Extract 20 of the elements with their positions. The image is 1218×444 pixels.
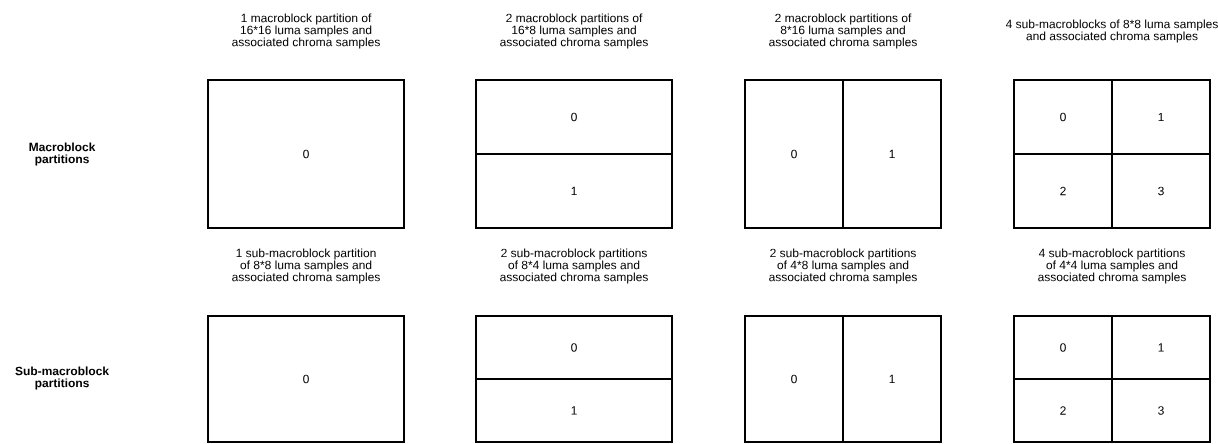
partition-box: 0 [207, 315, 405, 443]
heading: 2 sub-macroblock partitions of 8*4 luma samples and associated chroma samples [500, 248, 648, 284]
partition-cell: 0 [475, 315, 673, 380]
heading: 2 sub-macroblock partitions of 4*8 luma samples and associated chroma samples [769, 248, 917, 284]
partition-cell: 0 [744, 315, 844, 443]
partition-cell: 2 [1013, 378, 1113, 443]
row-label: Sub-macroblock partitions [15, 366, 110, 390]
partition-cell: 0 [1013, 315, 1113, 380]
heading: 1 macroblock partition of 16*16 luma samples and associated chroma samples [232, 13, 380, 49]
partition-box: 0 [207, 79, 405, 229]
row-label: Macroblock partitions [29, 142, 96, 166]
heading: 2 macroblock partitions of 8*16 luma samples and associated chroma samples [769, 13, 917, 49]
heading: 4 sub-macroblock partitions of 4*4 luma samples and associated chroma samples [1038, 248, 1186, 284]
partition-cell: 1 [842, 315, 942, 443]
heading: 2 macroblock partitions of 16*8 luma samples and associated chroma samples [500, 13, 648, 49]
partition-cell: 1 [1111, 315, 1211, 380]
partition-cell: 3 [1111, 378, 1211, 443]
partition-cell: 1 [475, 378, 673, 443]
heading: 4 sub-macroblocks of 8*8 luma samples and associated chroma samples [1005, 19, 1218, 43]
heading: 1 sub-macroblock partition of 8*8 luma samples and associated chroma samples [232, 248, 380, 284]
